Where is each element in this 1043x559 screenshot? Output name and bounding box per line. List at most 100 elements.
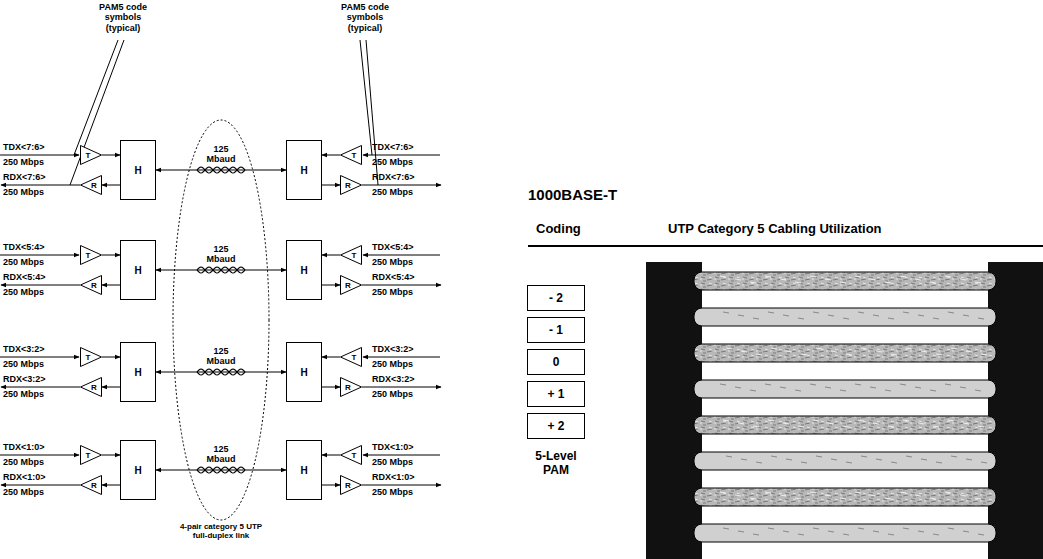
connector-line (322, 285, 340, 286)
wire-texture (945, 384, 951, 385)
wire-texture (951, 456, 957, 457)
triangle-outline (80, 475, 102, 495)
wire-texture (783, 315, 789, 316)
wire-texture (885, 498, 891, 499)
wire-texture (861, 456, 867, 457)
wire-texture (840, 282, 846, 283)
connector (102, 357, 120, 358)
connector (102, 255, 120, 256)
block-letter: R (91, 281, 97, 290)
wire-texture (771, 456, 777, 457)
coding-level-box: + 2 (527, 413, 585, 439)
signal-name: RDX<3:2> (372, 374, 438, 384)
data-rate: 250 Mbps (3, 359, 69, 369)
wire-texture (840, 498, 846, 499)
wire-texture (720, 276, 726, 277)
wire-texture (753, 534, 759, 535)
connector (322, 485, 340, 486)
connector (322, 455, 340, 456)
wire-texture (828, 423, 834, 424)
triangle-outline (80, 245, 102, 265)
wire-texture (903, 528, 909, 529)
signal-name: TDX<5:4> (3, 242, 69, 252)
coding-level-box: + 1 (527, 381, 585, 407)
wire-texture (801, 354, 807, 355)
wire-texture (813, 312, 819, 313)
signal-name: RDX<7:6> (372, 172, 438, 182)
block-letter: H (134, 367, 141, 378)
receiver-triangle: R (80, 377, 102, 397)
table-header: UTP Category 5 Cabling Utilization (668, 222, 998, 237)
signal-name: RDX<1:0> (3, 472, 69, 482)
cable-illustration (646, 262, 1043, 559)
cable-wire (694, 272, 996, 290)
transmitter-triangle: T (80, 445, 102, 465)
wire-texture (963, 531, 969, 532)
baud-rate: 125 Mbaud (202, 145, 240, 165)
signal-name: TDX<5:4> (372, 242, 438, 252)
wire-texture (918, 423, 924, 424)
signal-wire (1, 185, 80, 186)
leader-line (74, 40, 118, 155)
data-rate: 250 Mbps (3, 157, 69, 167)
wire-texture (876, 459, 882, 460)
wire-texture (795, 498, 801, 499)
receiver-triangle: R (80, 475, 102, 495)
connector-line (322, 185, 340, 186)
hybrid-box: H (286, 240, 322, 300)
block-letter: T (352, 251, 357, 260)
wire-texture (795, 282, 801, 283)
data-rate: 250 Mbps (372, 257, 438, 267)
connector-line (102, 255, 120, 256)
hybrid-box: H (120, 240, 156, 300)
data-rate: 250 Mbps (372, 157, 438, 167)
triangle-shape (341, 176, 362, 195)
wire-texture (945, 276, 951, 277)
wire-texture (960, 279, 966, 280)
data-rate: 250 Mbps (3, 457, 69, 467)
block-letter: T (352, 451, 357, 460)
block-letter: H (300, 465, 307, 476)
signal-wires (0, 155, 441, 485)
connector (102, 285, 120, 286)
triangle-outline (340, 445, 362, 465)
transmitter-triangle: T (80, 245, 102, 265)
hybrid-box: H (286, 140, 322, 200)
block-letter: H (134, 165, 141, 176)
header-rule (528, 245, 1043, 247)
connector (322, 387, 340, 388)
triangle-shape (81, 176, 102, 195)
hybrid-box: H (120, 342, 156, 402)
wire-texture (798, 318, 804, 319)
wire-texture (915, 495, 921, 496)
table-header: Coding (536, 222, 636, 237)
wire-texture (750, 390, 756, 391)
wire-texture (825, 495, 831, 496)
coding-level-box: - 1 (527, 317, 585, 343)
wire-texture (933, 426, 939, 427)
twisted-pair (156, 167, 286, 173)
wire-texture (960, 387, 966, 388)
wire-texture (918, 315, 924, 316)
wire-texture (843, 534, 849, 535)
wire-texture (801, 462, 807, 463)
wire-texture (795, 390, 801, 391)
cable-wire (694, 344, 996, 362)
wire-texture (978, 534, 984, 535)
wire-texture (831, 459, 837, 460)
wire-texture (966, 351, 972, 352)
wire-texture (753, 318, 759, 319)
block-letter: R (91, 383, 97, 392)
connector-line (322, 485, 340, 486)
wire-texture (978, 426, 984, 427)
receiver-triangle: R (340, 377, 362, 397)
triangle-shape (341, 476, 362, 495)
coding-caption: 5-Level PAM (524, 450, 588, 478)
twist (197, 467, 245, 473)
wire-texture (858, 528, 864, 529)
signal-wire (363, 255, 440, 256)
block-letter: H (300, 165, 307, 176)
receiver-triangle: R (340, 275, 362, 295)
